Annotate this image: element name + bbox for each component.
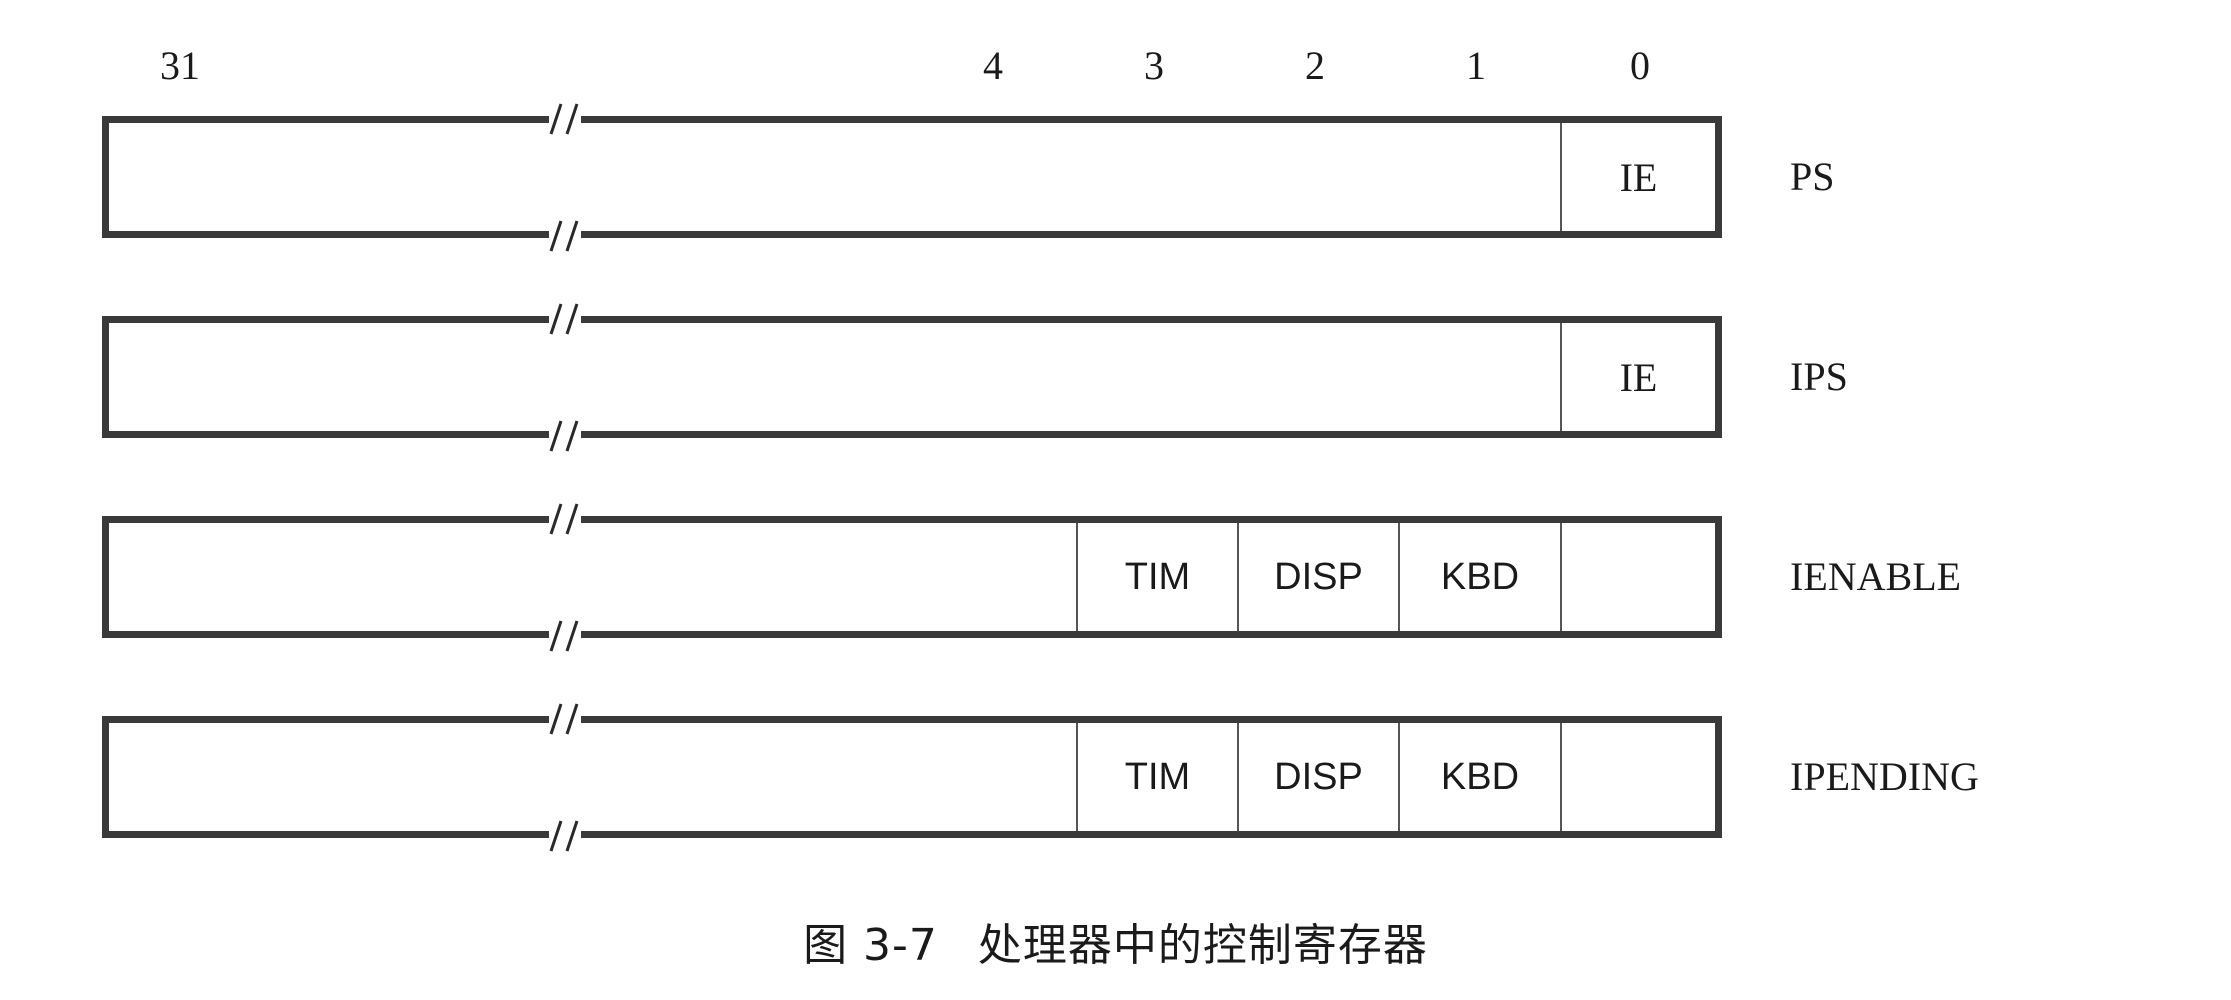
- field-bit0-empty: [1560, 523, 1715, 631]
- figure-title: 处理器中的控制寄存器: [977, 920, 1428, 971]
- field-bit0-ie: IE: [1560, 323, 1715, 431]
- register-ipending: TIM DISP KBD: [102, 716, 1722, 838]
- break-mark-icon: [549, 303, 581, 335]
- register-ienable: TIM DISP KBD: [102, 516, 1722, 638]
- field-bit0-empty: [1560, 723, 1715, 831]
- register-name-ienable: IENABLE: [1790, 554, 1962, 599]
- figure-caption: 图 3-7 处理器中的控制寄存器: [0, 918, 2231, 974]
- break-mark-icon: [549, 703, 581, 735]
- break-mark-icon: [549, 820, 581, 852]
- bit-label-0: 0: [1630, 43, 1650, 88]
- bit-label-2: 2: [1305, 43, 1325, 88]
- field-bit3-tim: TIM: [1076, 723, 1237, 831]
- field-bit1-kbd: KBD: [1398, 523, 1560, 631]
- bit-label-31: 31: [160, 43, 200, 88]
- field-bit0-ie: IE: [1560, 123, 1715, 231]
- field-bit2-disp: DISP: [1237, 523, 1398, 631]
- break-mark-icon: [549, 420, 581, 452]
- register-name-ips: IPS: [1790, 354, 1848, 399]
- bit-label-3: 3: [1144, 43, 1164, 88]
- break-mark-icon: [549, 620, 581, 652]
- field-bit1-kbd: KBD: [1398, 723, 1560, 831]
- register-ps: IE: [102, 116, 1722, 238]
- field-bit3-tim: TIM: [1076, 523, 1237, 631]
- field-bit2-disp: DISP: [1237, 723, 1398, 831]
- register-ips: IE: [102, 316, 1722, 438]
- register-name-ps: PS: [1790, 154, 1835, 199]
- register-name-ipending: IPENDING: [1790, 754, 1979, 799]
- break-mark-icon: [549, 220, 581, 252]
- bit-label-1: 1: [1466, 43, 1486, 88]
- figure-number: 图 3-7: [803, 920, 938, 971]
- bit-label-4: 4: [983, 43, 1003, 88]
- break-mark-icon: [549, 503, 581, 535]
- break-mark-icon: [549, 103, 581, 135]
